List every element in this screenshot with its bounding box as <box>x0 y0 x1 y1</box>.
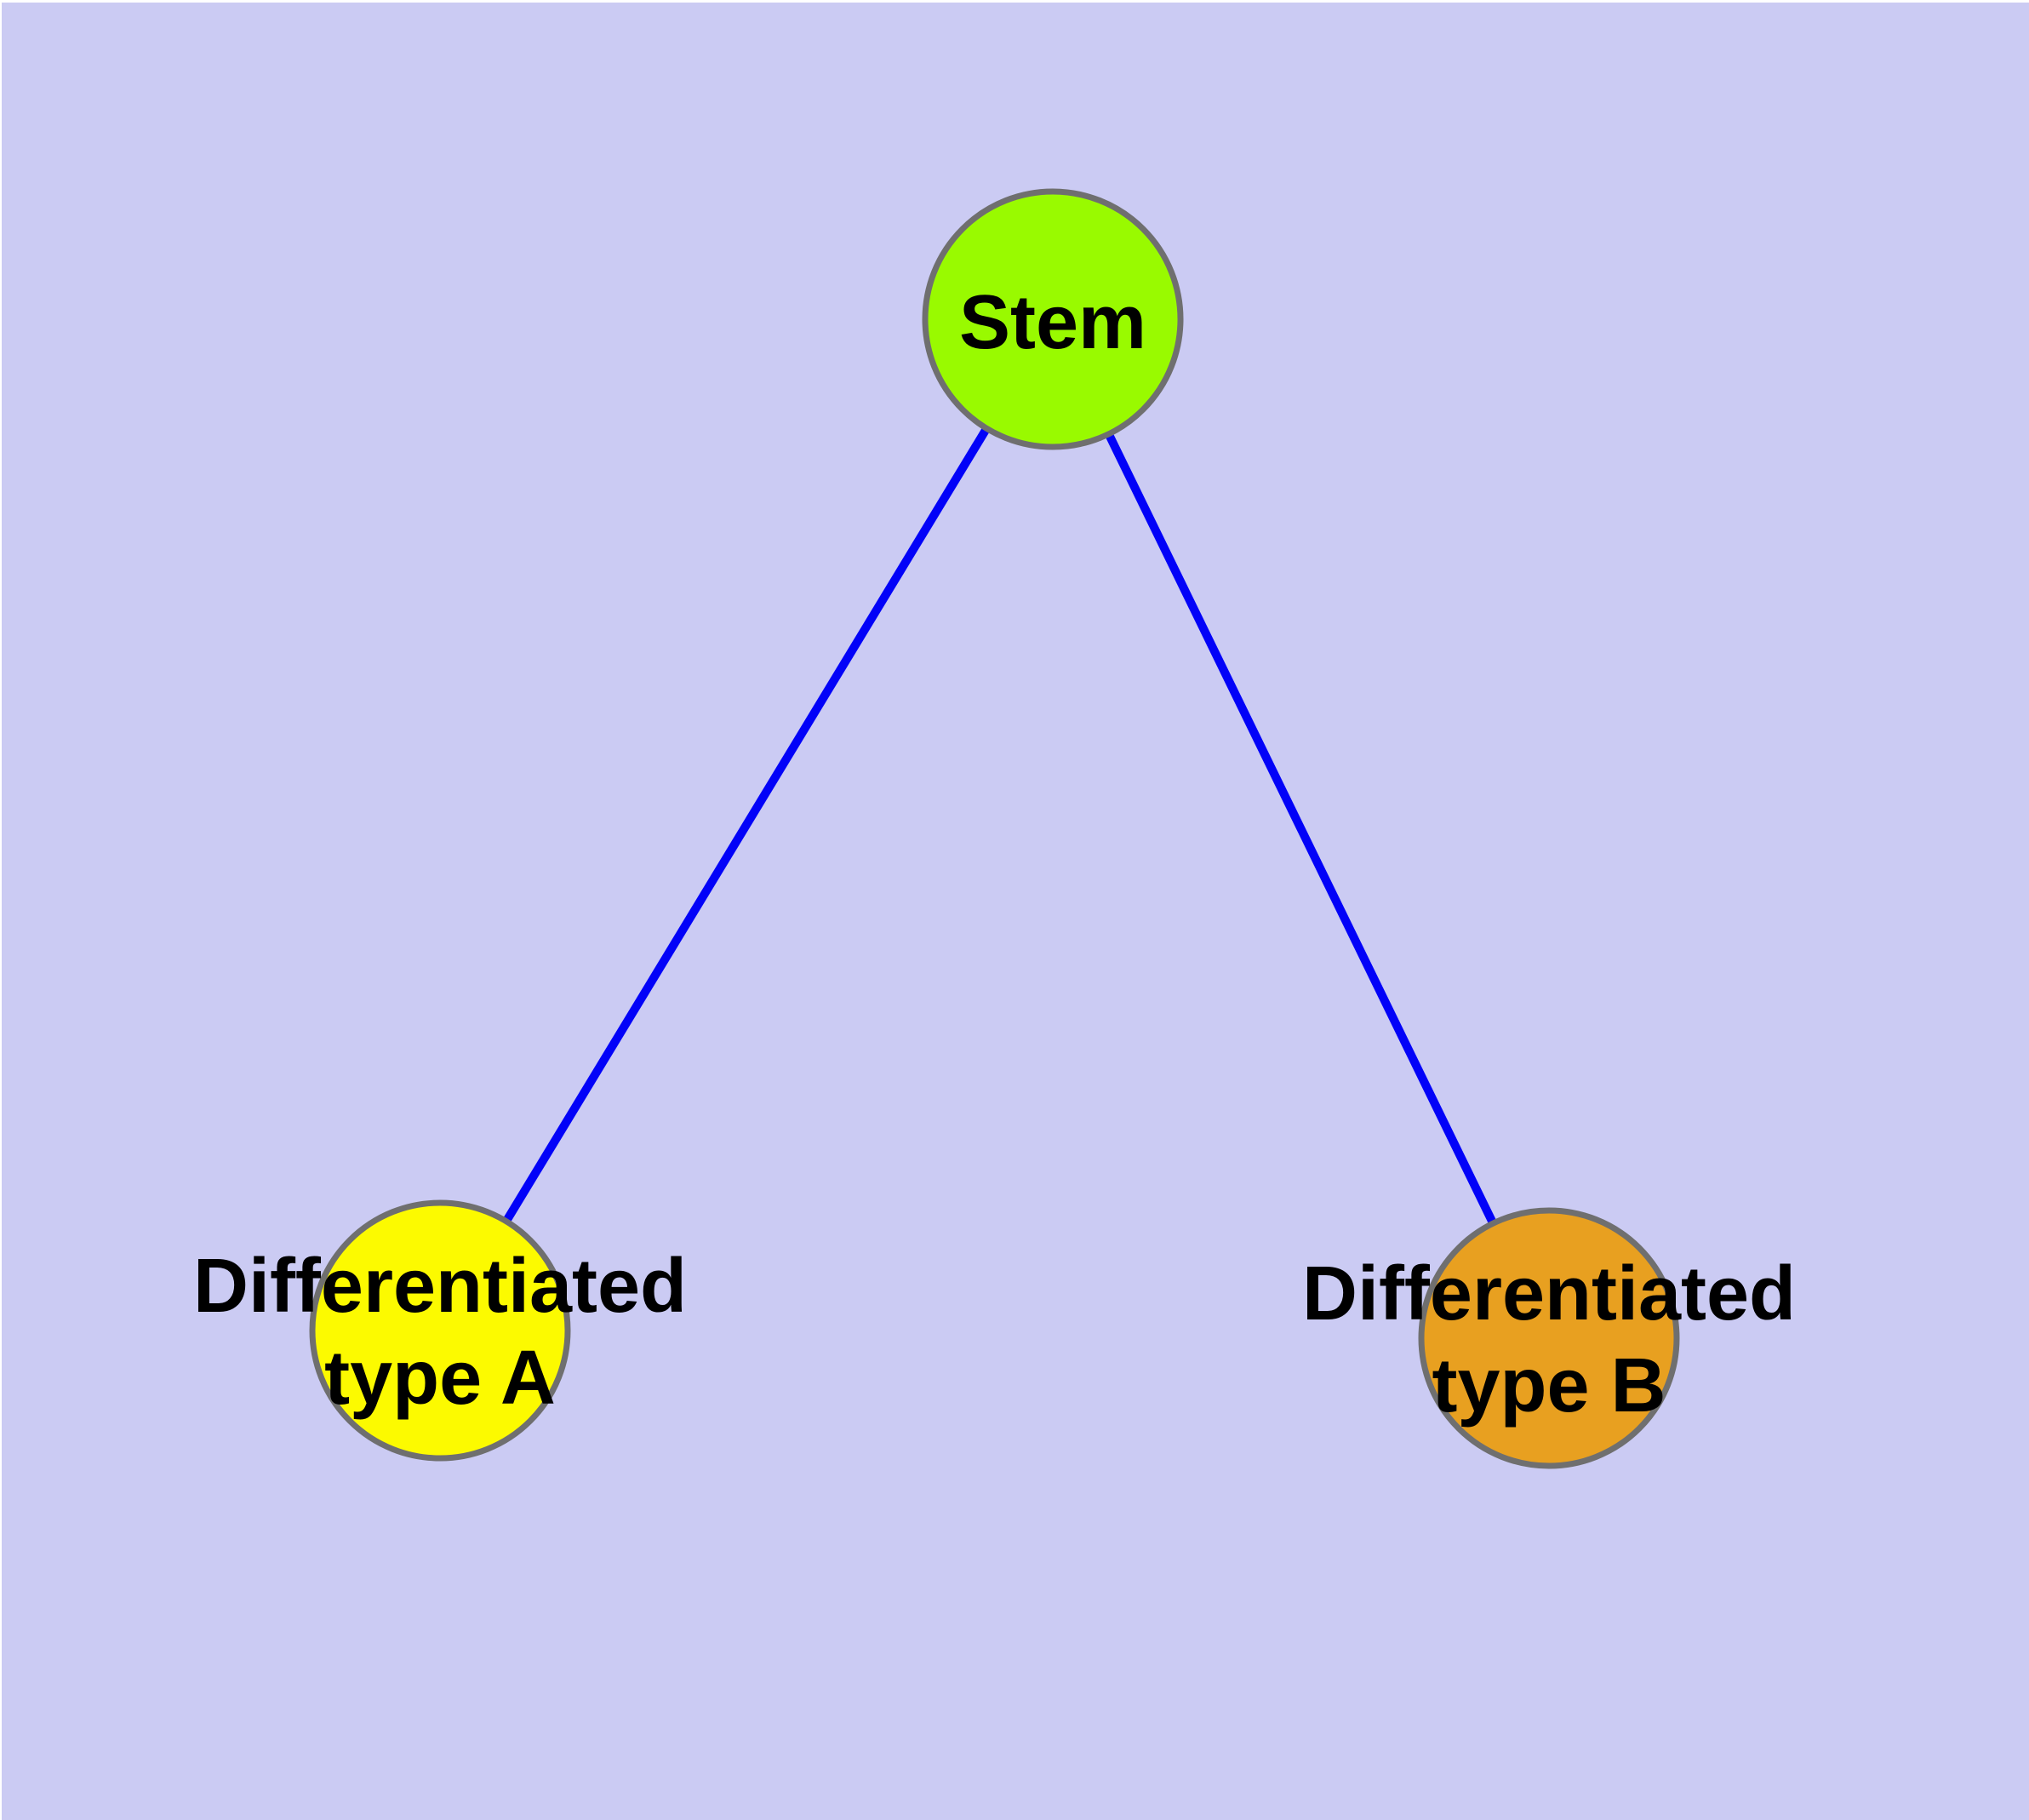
edge-stem-to-type-b <box>1049 317 1553 1341</box>
node-stem-label: Stem <box>959 280 1146 365</box>
edge-stem-to-type-a <box>436 317 1057 1333</box>
node-type-a-label-line2: type A <box>324 1336 556 1421</box>
node-type-b-circle <box>1418 1207 1680 1469</box>
edges-layer <box>436 317 1553 1341</box>
node-stem-circle <box>922 188 1184 450</box>
node-type-a-circle <box>309 1199 571 1462</box>
labels-layer: Stem Differentiated type A Differentiate… <box>193 280 1796 1428</box>
nodes-layer <box>309 188 1680 1469</box>
node-type-b-label-line2: type B <box>1432 1343 1666 1428</box>
node-type-b-label-line1: Differentiated <box>1302 1251 1796 1336</box>
node-type-a-label-line1: Differentiated <box>193 1244 687 1329</box>
